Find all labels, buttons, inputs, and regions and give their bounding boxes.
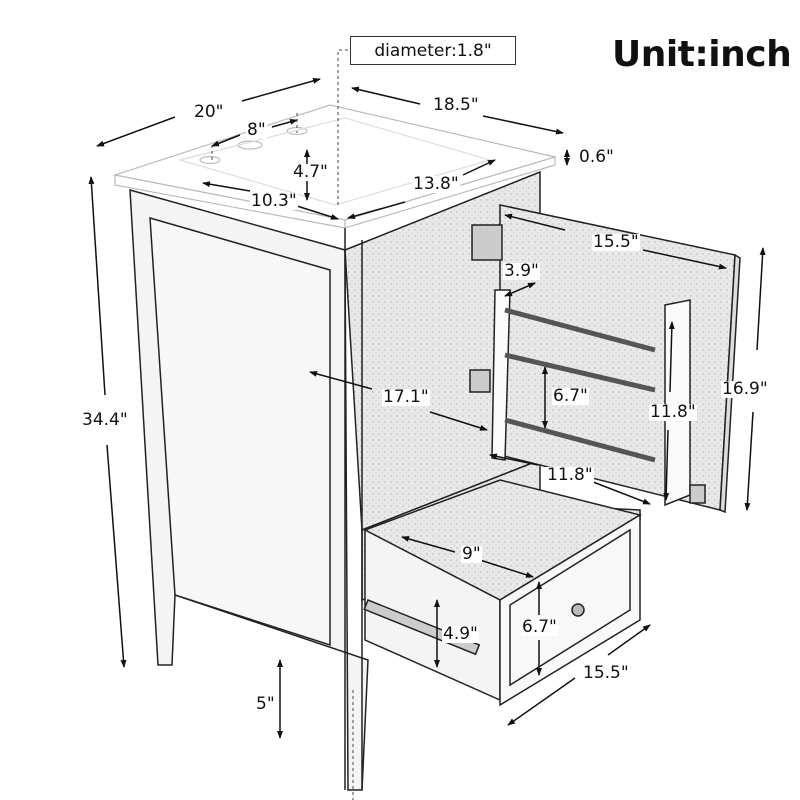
diameter-callout-text: diameter:1.8" (374, 40, 492, 61)
dim-leg-height: 5" (255, 694, 276, 714)
dim-drawer-inner-depth: 9" (461, 544, 482, 564)
dim-top-thickness: 0.6" (578, 147, 615, 167)
dim-hinge-offset: 3.9" (503, 261, 540, 281)
diameter-callout: diameter:1.8" (350, 36, 516, 65)
dim-door-height: 16.9" (721, 379, 769, 399)
callout-leader (211, 49, 354, 800)
dim-door-width: 15.5" (592, 232, 640, 252)
dim-drawer-front-height: 6.7" (521, 617, 558, 637)
dim-drawer-inner-height: 4.9" (442, 624, 479, 644)
dim-shelf-spacing: 6.7" (552, 386, 589, 406)
dim-basin-depth-front: 4.7" (292, 162, 329, 182)
dim-total-height: 34.4" (81, 410, 129, 430)
unit-title: Unit:inch (612, 34, 792, 75)
dim-faucet-spacing: 8" (246, 120, 267, 140)
cabinet-side (129, 188, 369, 791)
dim-top-width: 20" (193, 102, 225, 122)
dim-drawer-width: 15.5" (582, 663, 630, 683)
dim-basin-length: 13.8" (412, 174, 460, 194)
dim-rack-width: 11.8" (546, 465, 594, 485)
dim-rack-height: 11.8" (649, 402, 697, 422)
cabinet-door (469, 204, 741, 514)
dim-top-depth: 18.5" (432, 95, 480, 115)
dim-interior-depth: 17.1" (382, 387, 430, 407)
dim-basin-width: 10.3" (250, 191, 298, 211)
